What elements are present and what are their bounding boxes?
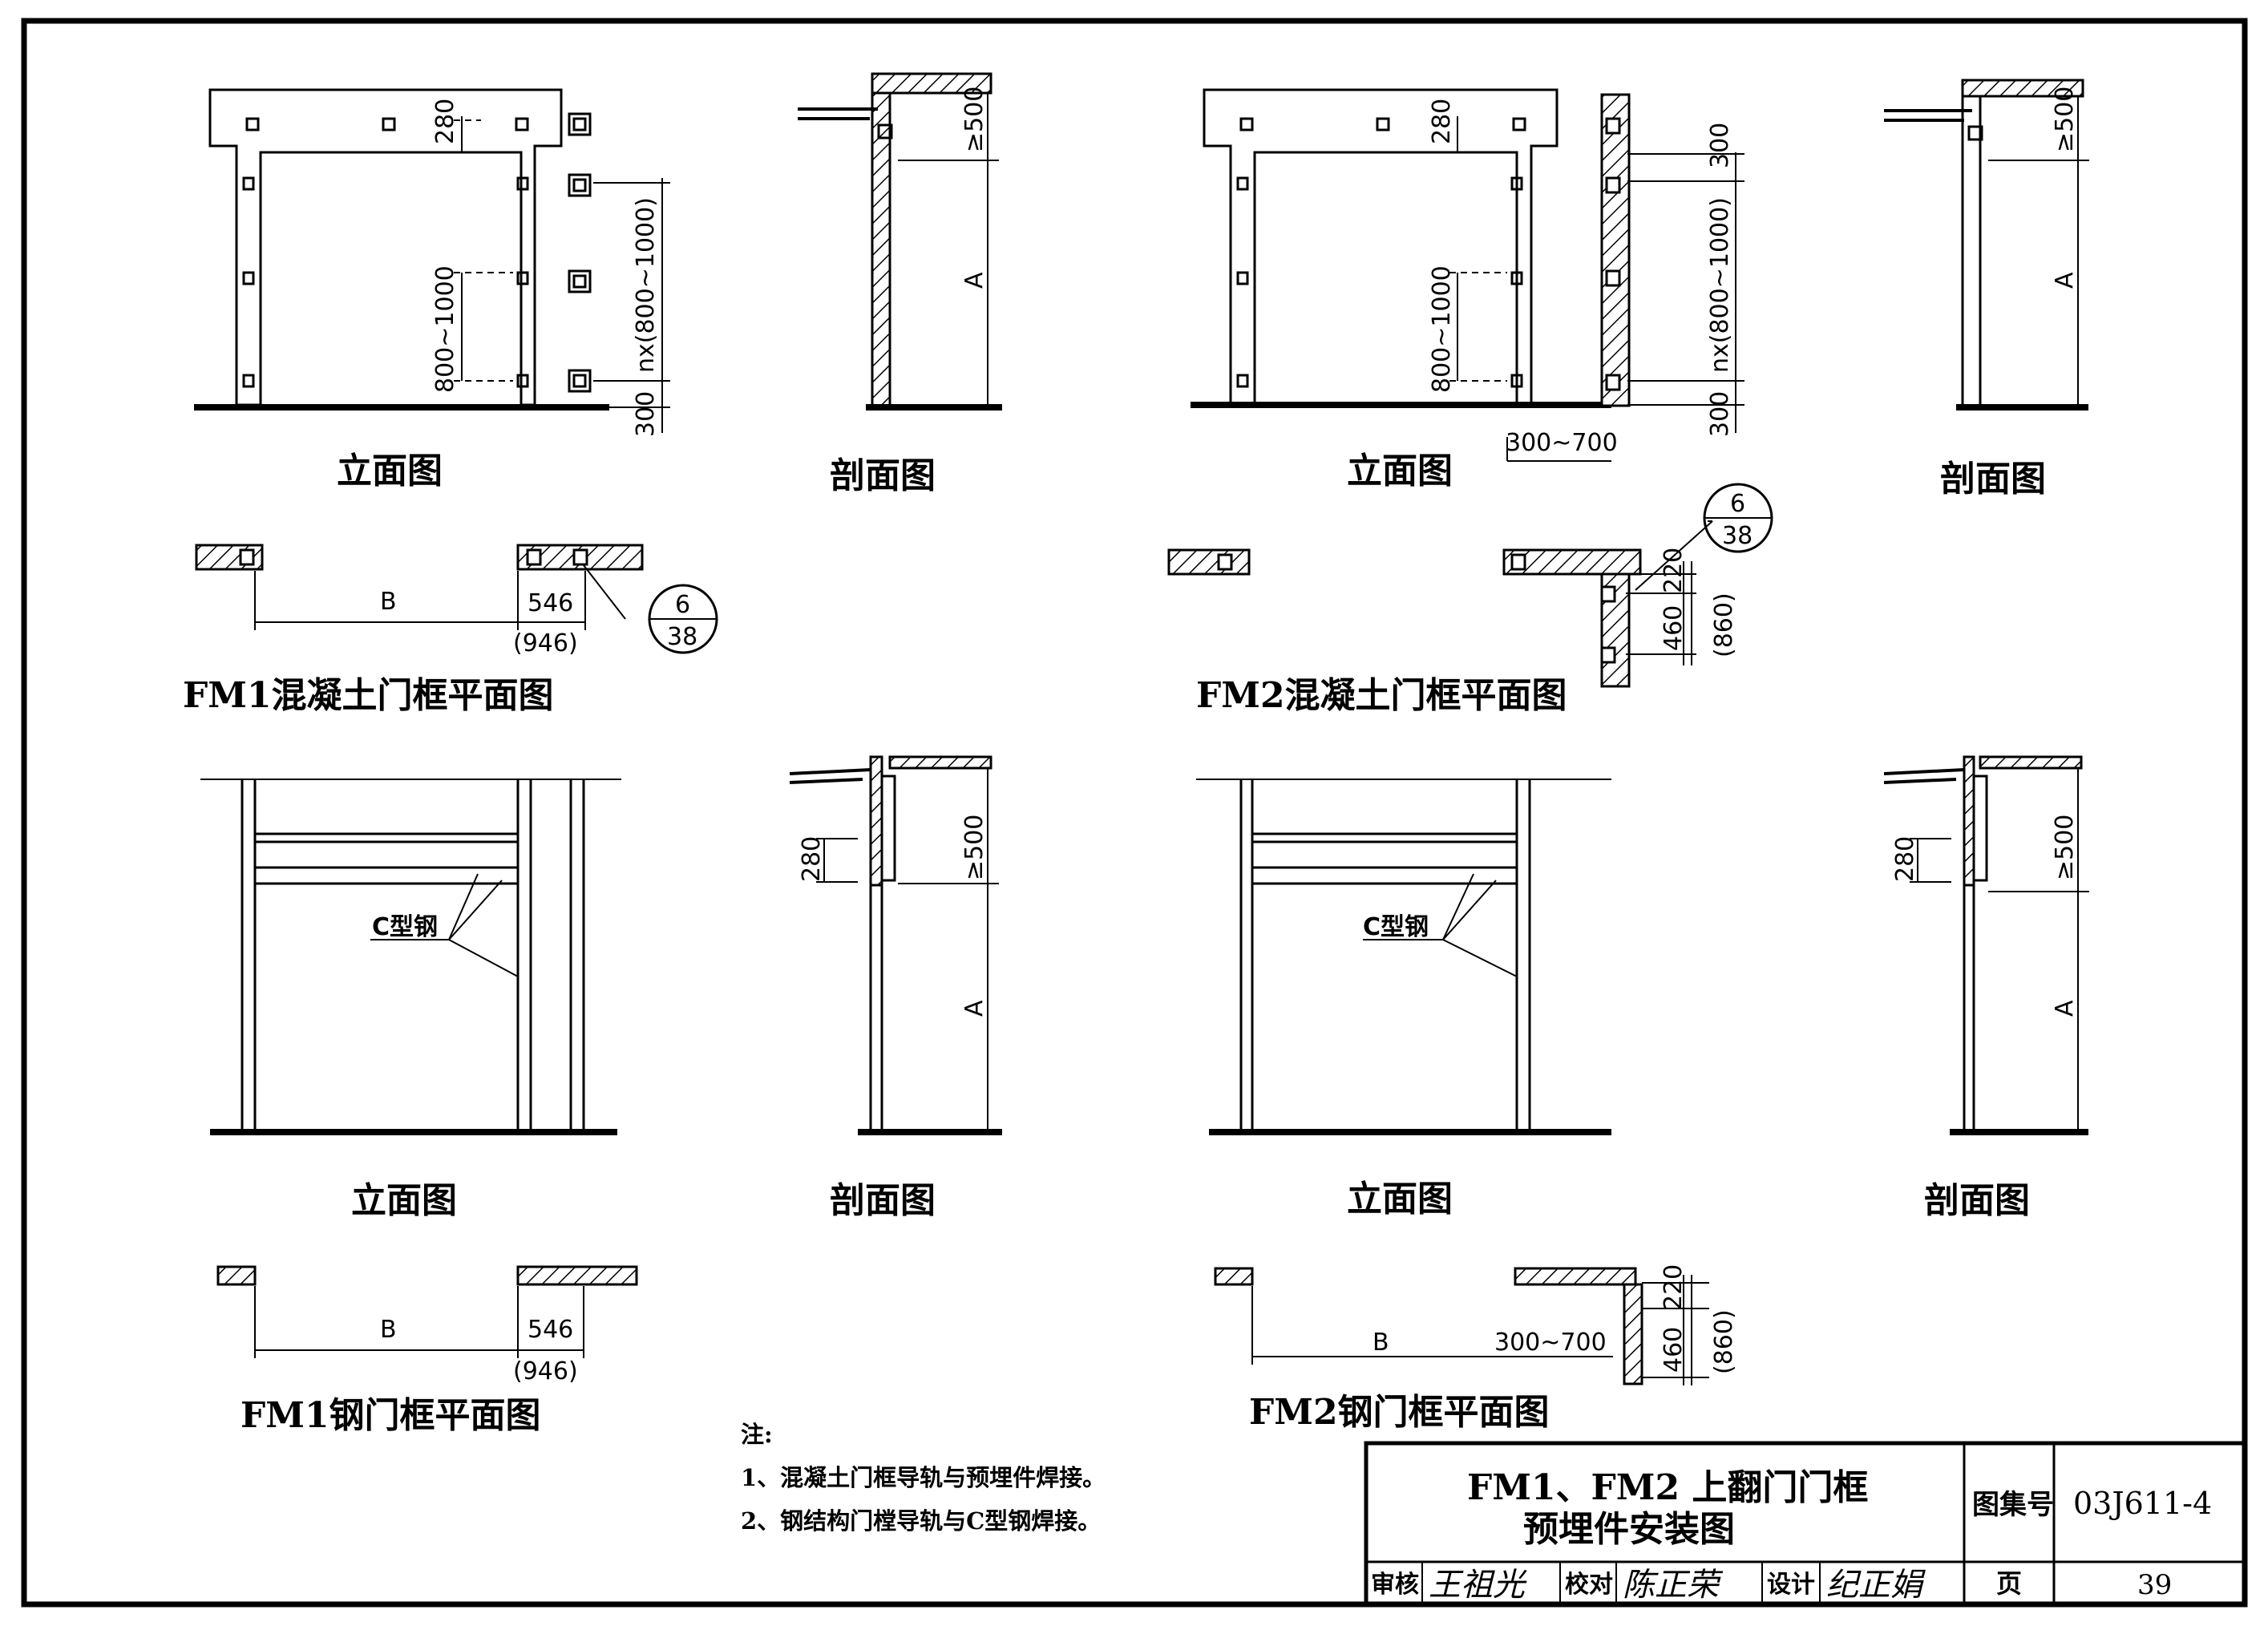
dim-546-b: 546 bbox=[528, 1316, 573, 1344]
dim-300-c: 300 bbox=[1706, 391, 1734, 437]
detail-ref-sheet-a: 38 bbox=[667, 623, 697, 651]
dim-n-800-1000-a: nx(800~1000) bbox=[632, 197, 660, 373]
fm1-concrete-plan bbox=[195, 544, 718, 654]
caption-elevation-2: 立面图 bbox=[1347, 451, 1453, 491]
dim-B-c: B bbox=[1373, 1329, 1389, 1357]
fm2-concrete-plan bbox=[1167, 483, 1773, 688]
dim-800-1000-b: 800~1000 bbox=[1428, 265, 1456, 393]
dim-800-1000-a: 800~1000 bbox=[431, 265, 459, 393]
dim-546-a: 546 bbox=[528, 589, 573, 617]
caption-fm1-concrete-plan: FM1混凝土门框平面图 bbox=[183, 675, 554, 716]
dim-A-b: A bbox=[2051, 272, 2079, 289]
dim-280-a: 280 bbox=[431, 99, 459, 144]
fm1-concrete-elevation bbox=[194, 88, 670, 433]
fm2-concrete-elevation bbox=[1191, 88, 1744, 462]
caption-elevation-3: 立面图 bbox=[351, 1180, 457, 1221]
title-block bbox=[1364, 1441, 2247, 1607]
fm1-steel-section bbox=[789, 755, 1002, 1135]
dim-B-a: B bbox=[380, 588, 397, 616]
review-label: 审核 bbox=[1371, 1571, 1419, 1599]
dim-300-700-b: 300~700 bbox=[1494, 1329, 1607, 1357]
dim-ge500-d: ≥500 bbox=[2051, 815, 2079, 880]
note-1: 1、混凝土门框导轨与预埋件焊接。 bbox=[741, 1464, 1106, 1491]
note-2: 2、钢结构门樘导轨与C型钢焊接。 bbox=[741, 1507, 1102, 1535]
caption-fm2-concrete-plan: FM2混凝土门框平面图 bbox=[1196, 675, 1567, 716]
fm1-concrete-section bbox=[798, 72, 1002, 411]
fm2-steel-section bbox=[1883, 755, 2089, 1135]
dim-460-a: 460 bbox=[1660, 605, 1688, 651]
fm2-concrete-section bbox=[1884, 79, 2089, 411]
caption-section-4: 剖面图 bbox=[1924, 1180, 2030, 1221]
dim-280-d: 280 bbox=[1891, 836, 1919, 882]
fm2-steel-elevation bbox=[1196, 779, 1611, 1135]
atlas-number: 03J611-4 bbox=[2073, 1486, 2212, 1521]
notes: 注: 1、混凝土门框导轨与预埋件焊接。 2、钢结构门樘导轨与C型钢焊接。 bbox=[741, 1413, 1106, 1543]
fm1-steel-plan bbox=[216, 1265, 638, 1358]
dim-220-a: 220 bbox=[1660, 548, 1688, 593]
dim-280-c: 280 bbox=[798, 836, 826, 882]
dim-946-b: (946) bbox=[513, 1357, 578, 1385]
check-signature: 陈正荣 bbox=[1623, 1567, 1724, 1604]
caption-elevation-4: 立面图 bbox=[1347, 1179, 1453, 1219]
design-signature: 纪正娟 bbox=[1826, 1567, 1926, 1604]
dim-B-b: B bbox=[380, 1316, 397, 1344]
dim-280-b: 280 bbox=[1428, 99, 1456, 144]
caption-fm2-steel-plan: FM2钢门框平面图 bbox=[1249, 1392, 1550, 1433]
check-label: 校对 bbox=[1565, 1571, 1613, 1599]
label-c-steel-b: C型钢 bbox=[1363, 913, 1429, 941]
title-line-1: FM1、FM2 上翻门门框 bbox=[1467, 1467, 1868, 1508]
dim-860-b: (860) bbox=[1710, 1309, 1738, 1374]
dim-A-c: A bbox=[960, 1000, 988, 1017]
dim-ge500-b: ≥500 bbox=[2051, 87, 2079, 152]
notes-title: 注: bbox=[741, 1421, 773, 1448]
detail-ref-sheet-b: 38 bbox=[1722, 522, 1753, 550]
detail-ref-num-a: 6 bbox=[675, 591, 690, 619]
caption-fm1-steel-plan: FM1钢门框平面图 bbox=[241, 1395, 541, 1436]
dim-460-b: 460 bbox=[1660, 1327, 1688, 1373]
dim-A-a: A bbox=[960, 272, 988, 289]
page-number: 39 bbox=[2137, 1569, 2172, 1601]
atlas-label: 图集号 bbox=[1972, 1489, 2054, 1521]
dim-946-a: (946) bbox=[513, 629, 578, 657]
dim-300-700-a: 300~700 bbox=[1506, 429, 1618, 457]
dim-860-a: (860) bbox=[1710, 593, 1738, 657]
dim-A-d: A bbox=[2051, 1000, 2079, 1017]
dim-300-b: 300 bbox=[1706, 123, 1734, 168]
fm2-steel-plan bbox=[1214, 1267, 1709, 1385]
title-line-2: 预埋件安装图 bbox=[1523, 1509, 1735, 1550]
caption-section-1: 剖面图 bbox=[830, 455, 936, 496]
dim-ge500-a: ≥500 bbox=[960, 87, 988, 152]
label-c-steel-a: C型钢 bbox=[372, 913, 438, 941]
caption-section-2: 剖面图 bbox=[1940, 459, 2046, 500]
dim-ge500-c: ≥500 bbox=[960, 815, 988, 880]
dim-n-800-1000-b: nx(800~1000) bbox=[1706, 197, 1734, 373]
sheet-border bbox=[21, 18, 2248, 1608]
dim-220-b: 220 bbox=[1660, 1264, 1688, 1310]
design-label: 设计 bbox=[1767, 1571, 1815, 1599]
caption-section-3: 剖面图 bbox=[830, 1180, 936, 1221]
detail-ref-num-b: 6 bbox=[1730, 490, 1745, 518]
review-signature: 王祖光 bbox=[1429, 1567, 1527, 1604]
page-label: 页 bbox=[1996, 1568, 2022, 1599]
fm1-steel-elevation bbox=[200, 779, 621, 1135]
dim-300-a: 300 bbox=[632, 391, 660, 437]
caption-elevation-1: 立面图 bbox=[337, 451, 443, 491]
